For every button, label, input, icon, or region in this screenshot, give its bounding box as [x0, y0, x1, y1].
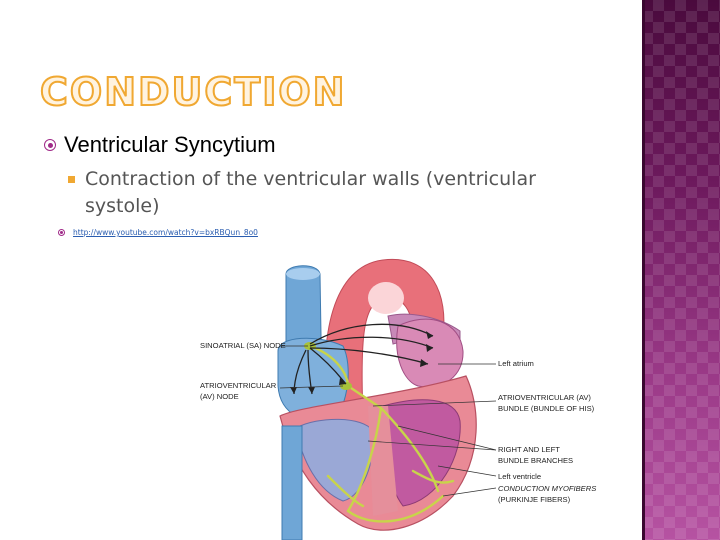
leader-bundle-branches-2	[367, 440, 497, 451]
arrow-head-1	[426, 331, 433, 339]
video-link[interactable]: http://www.youtube.com/watch?v=bxRBQun_8…	[73, 228, 258, 237]
bullet-square-icon	[68, 176, 75, 183]
heart-conduction-diagram: SINOATRIAL (SA) NODE ATRIOVENTRICULAR (A…	[198, 256, 608, 540]
arrow-head-3	[420, 359, 428, 367]
arrow-heads	[290, 331, 433, 394]
arrow-head-5	[308, 387, 315, 394]
bullet-item-link: http://www.youtube.com/watch?v=bxRBQun_8…	[58, 228, 634, 237]
leader-av-bundle	[372, 400, 497, 407]
arrow-path-4	[309, 347, 347, 385]
bullet-list: Ventricular Syncytium Contraction of the…	[44, 132, 634, 237]
label-bundle-branches-line2: BUNDLE BRANCHES	[498, 456, 573, 465]
inferior-vena-cava-shape	[281, 425, 303, 540]
bullet-main-text: Ventricular Syncytium	[64, 132, 276, 157]
bullet-item-sub: Contraction of the ventricular walls (ve…	[68, 166, 634, 220]
bullet-circle-icon	[44, 139, 56, 151]
impulse-arrows	[293, 323, 434, 395]
slide-title: CONDUCTION	[39, 69, 347, 115]
left-atrium-shape	[396, 318, 464, 388]
label-purkinje-line2: (PURKINJE FIBERS)	[498, 495, 571, 504]
decorative-side-band	[642, 0, 720, 540]
leader-left-ventricle	[437, 465, 497, 477]
arrow-head-2	[426, 344, 433, 352]
arrow-path-1	[309, 323, 434, 345]
purkinje-path	[346, 494, 445, 523]
vena-cava-opening-shape	[286, 268, 320, 280]
label-left-atrium: Left atrium	[498, 359, 534, 368]
conduction-paths	[308, 344, 455, 523]
label-av-node-line2: (AV) NODE	[200, 392, 239, 401]
leader-purkinje	[442, 487, 497, 497]
arrow-head-4	[339, 378, 346, 385]
heart-illustration: SINOATRIAL (SA) NODE ATRIOVENTRICULAR (A…	[200, 258, 596, 540]
label-av-bundle-line2: BUNDLE (BUNDLE OF HIS)	[498, 404, 595, 413]
label-av-node-line1: ATRIOVENTRICULAR	[200, 381, 277, 390]
right-bundle-path	[346, 406, 383, 513]
label-purkinje-line1: CONDUCTION MYOFIBERS	[498, 484, 596, 493]
label-av-bundle-line1: ATRIOVENTRICULAR (AV)	[498, 393, 591, 402]
purkinje-branch-1	[326, 474, 365, 508]
arrow-path-2	[309, 336, 434, 349]
arrow-path-3	[309, 347, 429, 365]
bullet-item-main: Ventricular Syncytium	[44, 132, 634, 158]
av-bundle-path	[346, 384, 383, 410]
slide-title-text: CONDUCTION	[39, 69, 347, 115]
leader-lines	[279, 345, 497, 497]
leader-av-node	[279, 385, 344, 389]
label-bundle-branches-line1: RIGHT AND LEFT	[498, 445, 560, 454]
right-ventricle-shape	[295, 418, 374, 502]
purkinje-branch-2	[411, 469, 455, 484]
bullet-circle-small-icon	[58, 229, 65, 236]
label-left-ventricle: Left ventricle	[498, 472, 541, 481]
leader-bundle-branches-1	[397, 425, 497, 451]
arrow-head-6	[290, 387, 297, 394]
aorta-lumen-shape	[368, 282, 404, 314]
label-sa-node: SINOATRIAL (SA) NODE	[200, 341, 286, 350]
bullet-sub-text: Contraction of the ventricular walls (ve…	[85, 168, 536, 217]
